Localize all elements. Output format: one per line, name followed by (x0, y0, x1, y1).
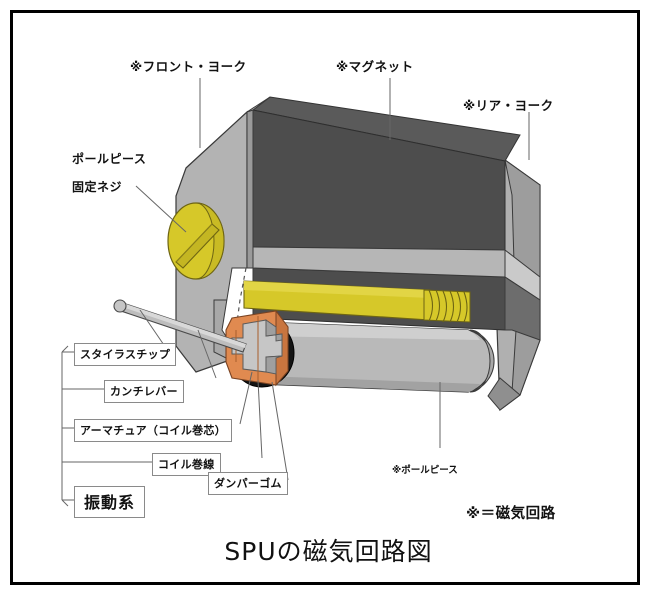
vibration-group-label: 振動系 (74, 486, 146, 518)
callout-pole-piece-screw-line1: ポールピース (72, 152, 147, 166)
callout-rear-yoke: ※リア・ヨーク (463, 98, 554, 113)
cantilever-and-stylus (113, 299, 247, 353)
part-label-damper-rubber: ダンパーゴム (208, 472, 288, 495)
screw-shaft (243, 280, 471, 323)
callout-pole-piece: ※ポールピース (392, 465, 458, 476)
part-label-stylus-chip: スタイラスチップ (74, 343, 177, 366)
callout-magnet: ※マグネット (336, 59, 414, 74)
vibration-group-bracket (61, 345, 152, 507)
pole-piece-cylinder (226, 321, 495, 393)
screw-threads (423, 289, 471, 323)
callout-pole-piece-screw-line2: 固定ネジ (72, 180, 123, 194)
pole-piece-screw-head (167, 202, 225, 280)
part-label-cantilever: カンチレバー (104, 380, 184, 403)
magnetic-circuit-note: ※＝磁気回路 (466, 506, 556, 522)
figure-title: SPUの磁気回路図 (224, 537, 433, 566)
part-label-coil-winding: コイル巻線 (152, 453, 221, 476)
armature-coil-core (225, 309, 289, 387)
leader-lines (135, 78, 530, 481)
callout-front-yoke: ※フロント・ヨーク (130, 59, 247, 74)
part-label-armature: アーマチュア（コイル巻芯） (74, 419, 233, 442)
stylus-tip-icon (113, 299, 127, 313)
